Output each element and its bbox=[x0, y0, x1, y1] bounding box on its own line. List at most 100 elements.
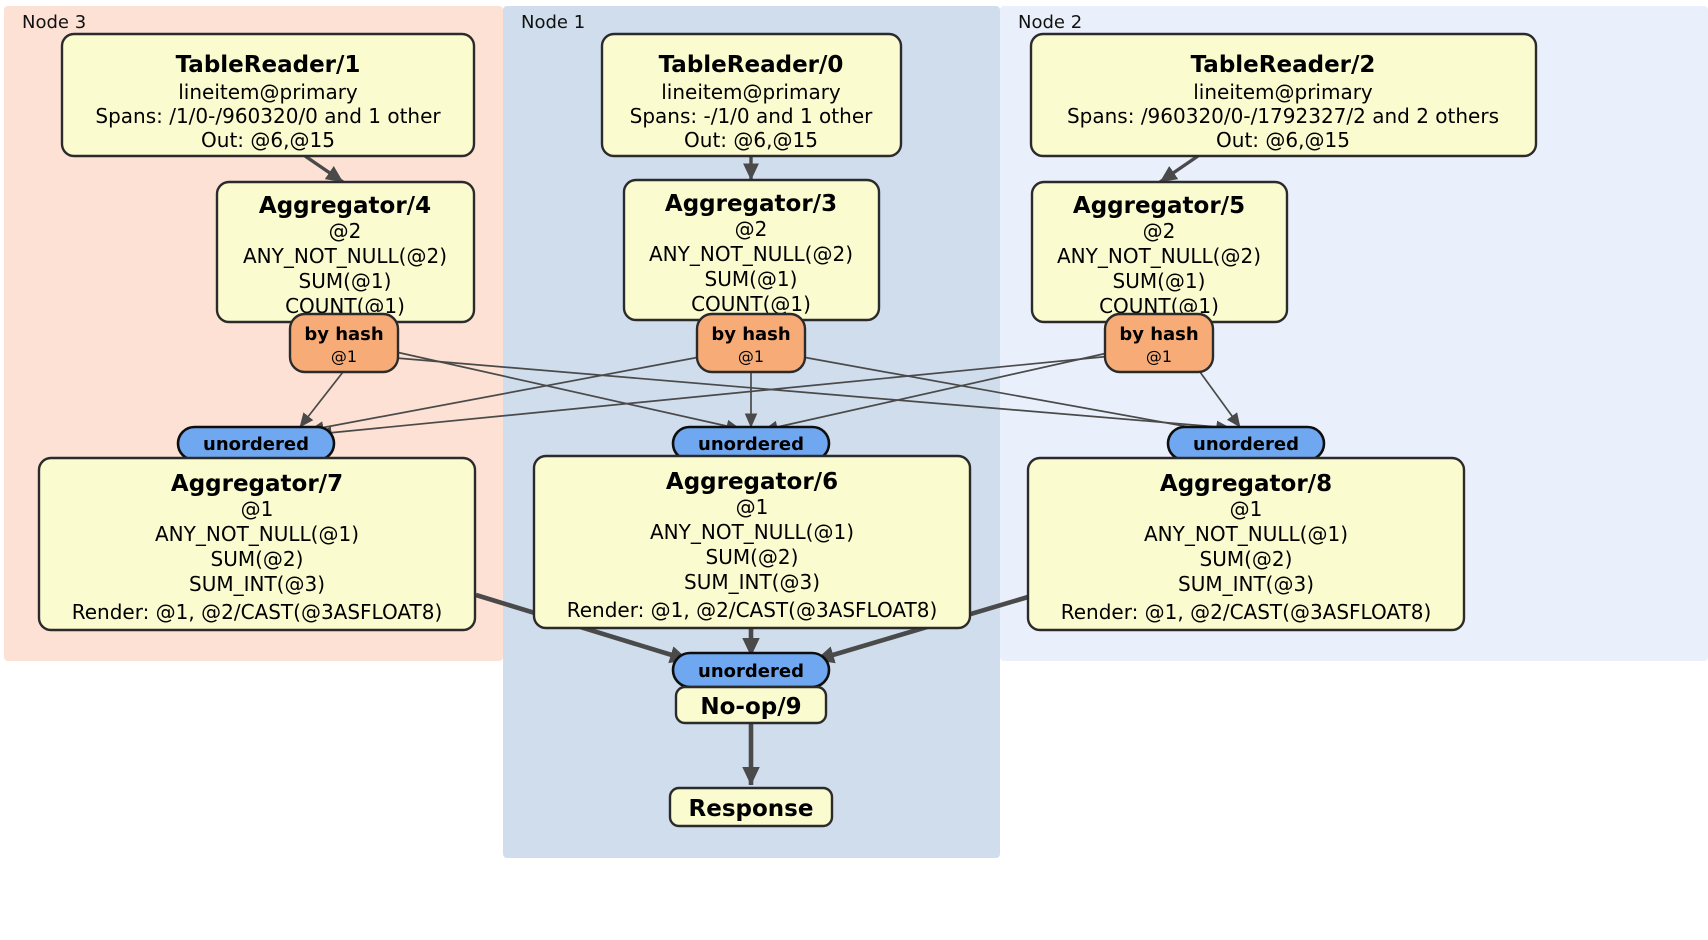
aggregator-7-line-1: ANY_NOT_NULL(@1) bbox=[155, 522, 359, 546]
panel-label-node3: Node 3 bbox=[22, 12, 86, 33]
by-hash-5-title: by hash bbox=[1119, 324, 1198, 345]
tablereader-2-line-2: Out: @6,@15 bbox=[1216, 128, 1350, 152]
aggregator-6-line-0: @1 bbox=[736, 495, 769, 519]
by-hash-3-title: by hash bbox=[711, 324, 790, 345]
sync-unordered-9[interactable]: unordered bbox=[671, 651, 831, 689]
aggregator-4-title: Aggregator/4 bbox=[259, 193, 431, 219]
node-aggregator-5[interactable]: Aggregator/5 @2 ANY_NOT_NULL(@2) SUM(@1)… bbox=[1030, 180, 1289, 324]
tablereader-1-box[interactable] bbox=[60, 32, 476, 158]
tablereader-0-box[interactable] bbox=[600, 32, 903, 158]
aggregator-6-box[interactable] bbox=[532, 454, 972, 630]
aggregator-8-box[interactable] bbox=[1026, 456, 1466, 632]
aggregator-8-line-1: ANY_NOT_NULL(@1) bbox=[1144, 522, 1348, 546]
aggregator-5-line-0: @2 bbox=[1143, 219, 1176, 243]
aggregator-7-line-3: SUM_INT(@3) bbox=[189, 572, 325, 596]
aggregator-6-title: Aggregator/6 bbox=[666, 469, 838, 495]
response-box[interactable] bbox=[668, 786, 834, 828]
by-hash-3-pill[interactable] bbox=[695, 312, 807, 374]
unordered-8-label: unordered bbox=[1193, 434, 1299, 455]
aggregator-4-line-0: @2 bbox=[329, 219, 362, 243]
node-aggregator-3[interactable]: Aggregator/3 @2 ANY_NOT_NULL(@2) SUM(@1)… bbox=[622, 178, 881, 322]
aggregator-4-line-1: ANY_NOT_NULL(@2) bbox=[243, 244, 447, 268]
aggregator-8-line-4: Render: @1, @2/CAST(@3ASFLOAT8) bbox=[1061, 600, 1432, 624]
edge-tr2-agg5 bbox=[1159, 154, 1199, 184]
by-hash-4-title: by hash bbox=[304, 324, 383, 345]
unordered-7-label: unordered bbox=[203, 434, 309, 455]
aggregator-3-line-2: SUM(@1) bbox=[705, 267, 798, 291]
node-response[interactable]: Response bbox=[668, 786, 834, 828]
noop-9-title: No-op/9 bbox=[700, 694, 801, 720]
by-hash-4-sub: @1 bbox=[331, 347, 357, 366]
node-aggregator-6[interactable]: Aggregator/6 @1 ANY_NOT_NULL(@1) SUM(@2)… bbox=[532, 454, 972, 630]
aggregator-8-line-3: SUM_INT(@3) bbox=[1178, 572, 1314, 596]
node-tablereader-2[interactable]: TableReader/2 lineitem@primary Spans: /9… bbox=[1029, 32, 1538, 158]
router-by-hash-4[interactable]: by hash @1 bbox=[288, 312, 400, 374]
edge-hash4-u6 bbox=[395, 351, 741, 433]
aggregator-7-box[interactable] bbox=[37, 456, 477, 632]
edge-hash5-u7 bbox=[317, 355, 1113, 439]
aggregator-3-line-0: @2 bbox=[735, 217, 768, 241]
sync-unordered-8[interactable]: unordered bbox=[1166, 425, 1326, 462]
aggregator-3-title: Aggregator/3 bbox=[665, 191, 837, 217]
aggregator-4-line-2: SUM(@1) bbox=[299, 269, 392, 293]
aggregator-3-line-1: ANY_NOT_NULL(@2) bbox=[649, 242, 853, 266]
aggregator-6-line-3: SUM_INT(@3) bbox=[684, 570, 820, 594]
tablereader-1-line-1: Spans: /1/0-/960320/0 and 1 other bbox=[95, 104, 441, 128]
tablereader-1-line-0: lineitem@primary bbox=[178, 80, 358, 104]
aggregator-6-line-2: SUM(@2) bbox=[706, 545, 799, 569]
aggregator-8-line-0: @1 bbox=[1230, 497, 1263, 521]
unordered-9-label: unordered bbox=[698, 661, 804, 682]
by-hash-4-pill[interactable] bbox=[288, 312, 400, 374]
edges-reader-to-agg bbox=[304, 154, 1199, 184]
edge-hash4-u8 bbox=[395, 357, 1231, 434]
node-noop-9[interactable]: No-op/9 bbox=[674, 685, 828, 725]
by-hash-5-sub: @1 bbox=[1146, 347, 1172, 366]
tablereader-2-title: TableReader/2 bbox=[1191, 52, 1376, 78]
aggregator-7-title: Aggregator/7 bbox=[171, 471, 343, 497]
node-tablereader-1[interactable]: TableReader/1 lineitem@primary Spans: /1… bbox=[60, 32, 476, 158]
tablereader-2-line-1: Spans: /960320/0-/1792327/2 and 2 others bbox=[1067, 104, 1499, 128]
aggregator-6-line-1: ANY_NOT_NULL(@1) bbox=[650, 520, 854, 544]
edge-hash5-u6 bbox=[763, 351, 1113, 434]
aggregator-7-line-0: @1 bbox=[241, 497, 274, 521]
edge-hash3-u8 bbox=[796, 355, 1229, 438]
aggregator-8-line-2: SUM(@2) bbox=[1200, 547, 1293, 571]
edge-hash3-u7 bbox=[309, 355, 706, 434]
sync-unordered-7[interactable]: unordered bbox=[176, 425, 336, 462]
noop-9-box[interactable] bbox=[674, 685, 828, 725]
aggregator-5-title: Aggregator/5 bbox=[1073, 193, 1245, 219]
tablereader-1-title: TableReader/1 bbox=[176, 52, 361, 78]
router-by-hash-5[interactable]: by hash @1 bbox=[1103, 312, 1215, 374]
by-hash-3-sub: @1 bbox=[738, 347, 764, 366]
router-by-hash-3[interactable]: by hash @1 bbox=[695, 312, 807, 374]
tablereader-0-line-1: Spans: -/1/0 and 1 other bbox=[630, 104, 873, 128]
aggregator-8-title: Aggregator/8 bbox=[1160, 471, 1332, 497]
node-tablereader-0[interactable]: TableReader/0 lineitem@primary Spans: -/… bbox=[600, 32, 903, 158]
by-hash-5-pill[interactable] bbox=[1103, 312, 1215, 374]
node-aggregator-8[interactable]: Aggregator/8 @1 ANY_NOT_NULL(@1) SUM(@2)… bbox=[1026, 456, 1466, 632]
node-aggregator-4[interactable]: Aggregator/4 @2 ANY_NOT_NULL(@2) SUM(@1)… bbox=[215, 180, 476, 324]
edge-hash5-u8 bbox=[1199, 371, 1241, 428]
aggregator-6-line-4: Render: @1, @2/CAST(@3ASFLOAT8) bbox=[567, 598, 938, 622]
tablereader-0-line-0: lineitem@primary bbox=[661, 80, 841, 104]
aggregator-7-line-4: Render: @1, @2/CAST(@3ASFLOAT8) bbox=[72, 600, 443, 624]
panel-label-node1: Node 1 bbox=[521, 12, 585, 33]
tablereader-0-title: TableReader/0 bbox=[659, 52, 844, 78]
aggregator-7-line-2: SUM(@2) bbox=[211, 547, 304, 571]
tablereader-0-line-2: Out: @6,@15 bbox=[684, 128, 818, 152]
aggregator-3-line-3: COUNT(@1) bbox=[691, 292, 811, 316]
panel-label-node2: Node 2 bbox=[1018, 12, 1082, 33]
tablereader-2-line-0: lineitem@primary bbox=[1193, 80, 1373, 104]
tablereader-2-box[interactable] bbox=[1029, 32, 1538, 158]
tablereader-1-line-2: Out: @6,@15 bbox=[201, 128, 335, 152]
edges-hash-crossbar bbox=[299, 351, 1241, 439]
node-aggregator-7[interactable]: Aggregator/7 @1 ANY_NOT_NULL(@1) SUM(@2)… bbox=[37, 456, 477, 632]
aggregator-5-line-1: ANY_NOT_NULL(@2) bbox=[1057, 244, 1261, 268]
edge-tr1-agg4 bbox=[304, 154, 344, 184]
response-title: Response bbox=[689, 796, 814, 822]
aggregator-5-line-2: SUM(@1) bbox=[1113, 269, 1206, 293]
unordered-6-label: unordered bbox=[698, 434, 804, 455]
sync-unordered-6[interactable]: unordered bbox=[671, 425, 831, 462]
